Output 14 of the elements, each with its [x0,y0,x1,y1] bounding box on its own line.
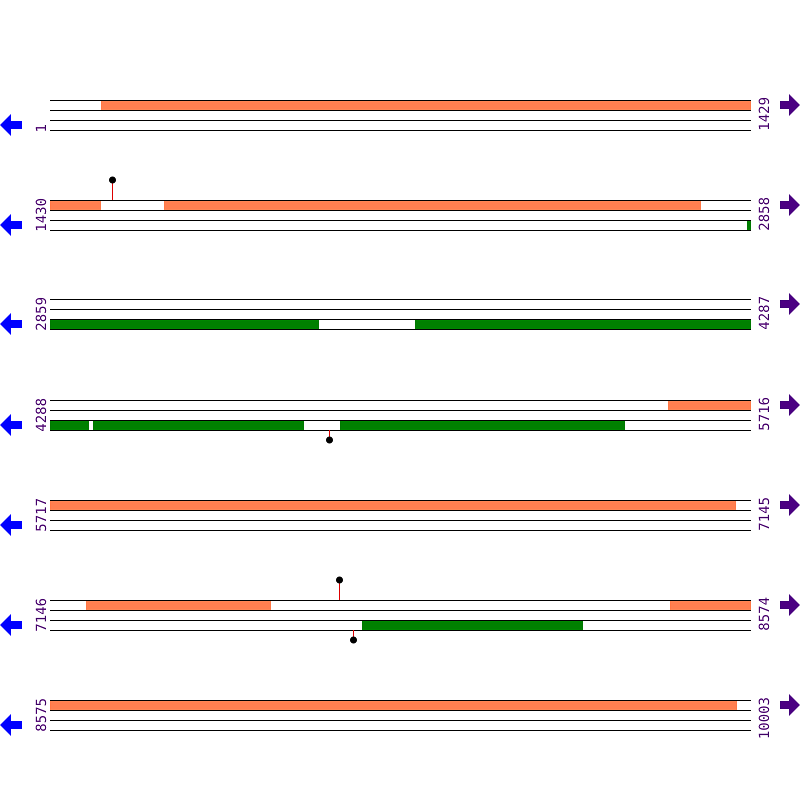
position-number: 2858 [758,197,772,231]
position-number: 4287 [758,296,772,330]
position-number: 7145 [758,497,772,531]
position-number: 1429 [758,97,772,131]
position-number: 1430 [35,198,49,232]
position-number: 5717 [35,498,49,532]
position-number: 4288 [35,398,49,432]
position-number: 8574 [758,597,772,631]
position-number: 8575 [35,698,49,732]
position-number: 10003 [758,697,772,740]
position-number: 1 [35,124,49,132]
position-number: 2859 [35,297,49,331]
position-number: 7146 [35,598,49,632]
position-number: 5716 [758,397,772,431]
